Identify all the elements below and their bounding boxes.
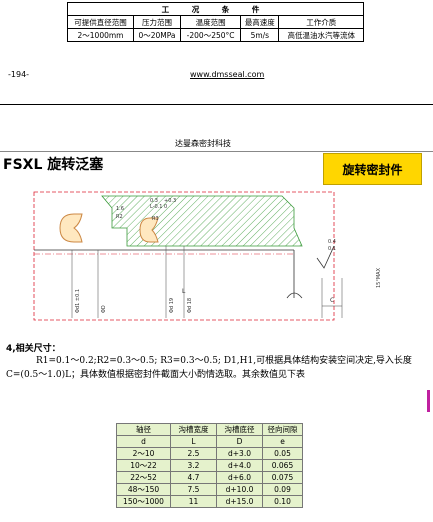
company-header: 达曼森密封科技 <box>175 139 231 148</box>
drawing-label: C <box>330 297 334 304</box>
table-cell: 2.5 <box>170 447 217 460</box>
conditions-title: 工 况 条 件 <box>67 2 364 16</box>
drawing-label: 0.1 <box>328 246 336 252</box>
seal-groove-drawing: 0.3 L-0.1 +0.3 0 R3 1.6 R2 0.4 0.1 C L Φ… <box>33 191 382 321</box>
table-header-row: d L D e <box>116 435 303 448</box>
drawing-label: 15°MAX <box>376 267 382 288</box>
header-cell: 压力范围 <box>133 15 181 29</box>
conditions-table: 工 况 条 件 可提供直径范围 压力范围 温度范围 最高速度 工作介质 2～10… <box>67 2 364 42</box>
table-cell: 11 <box>170 495 217 508</box>
seal-profile-left <box>59 213 83 243</box>
table-cell: 0.05 <box>262 447 303 460</box>
page-divider <box>0 104 433 105</box>
table-row: 150～1000 11 d+15.0 0.10 <box>116 495 303 508</box>
drawing-label: 1.6 <box>116 206 124 212</box>
table-row: 10～22 3.2 d+4.0 0.065 <box>116 459 303 472</box>
table-cell: 0.09 <box>262 483 303 496</box>
header-cell: 沟槽宽度 <box>170 423 217 436</box>
drawing-label: L <box>182 288 186 295</box>
table-cell: d+6.0 <box>216 471 263 484</box>
header-cell: 工作介质 <box>278 15 364 29</box>
website-link[interactable]: www.dmsseal.com <box>190 70 265 79</box>
header-divider <box>0 151 433 152</box>
header-cell: 轴径 <box>116 423 171 436</box>
table-cell: 48～150 <box>116 483 171 496</box>
header-cell: 最高速度 <box>240 15 280 29</box>
table-cell: d+4.0 <box>216 459 263 472</box>
product-badge: 旋转密封件 <box>323 153 422 185</box>
housing-section <box>101 195 303 247</box>
table-header-row: 轴径 沟槽宽度 沟槽底径 径向间隙 <box>116 423 303 436</box>
table-cell: 10～22 <box>116 459 171 472</box>
table-row: 48～150 7.5 d+10.0 0.09 <box>116 483 303 496</box>
value-cell: 2～1000mm <box>67 28 134 42</box>
value-cell: 5m/s <box>240 28 280 42</box>
drawing-label: R2 <box>116 214 123 220</box>
table-cell: 4.7 <box>170 471 217 484</box>
spec-paragraph: R1=0.1～0.2;R2=0.3～0.5; R3=0.3～0.5; D1,H1… <box>6 356 412 380</box>
drawing-label: 0.4 <box>328 239 336 245</box>
header-cell: D <box>216 435 263 448</box>
table-cell: 0.065 <box>262 459 303 472</box>
table-cell: d+15.0 <box>216 495 263 508</box>
shaft-break <box>286 292 303 299</box>
table-cell: 150～1000 <box>116 495 171 508</box>
header-cell: 温度范围 <box>179 15 242 29</box>
value-cell: -200～250°C <box>179 28 242 42</box>
conditions-value-row: 2～1000mm 0～20MPa -200～250°C 5m/s 高低温油水汽等… <box>67 28 364 42</box>
table-cell: 2～10 <box>116 447 171 460</box>
table-cell: d+10.0 <box>216 483 263 496</box>
table-cell: 22～52 <box>116 471 171 484</box>
value-cell: 0～20MPa <box>133 28 181 42</box>
drawing-label: Φd1 ±0.1 <box>75 289 81 313</box>
header-cell: 可提供直径范围 <box>67 15 134 29</box>
drawing-label: ΦD <box>101 305 107 313</box>
table-cell: 0.075 <box>262 471 303 484</box>
product-title: FSXL 旋转泛塞 <box>3 157 104 173</box>
conditions-header-row: 可提供直径范围 压力范围 温度范围 最高速度 工作介质 <box>67 15 364 29</box>
value-cell: 高低温油水汽等流体 <box>278 28 364 42</box>
page-number: -194- <box>8 70 30 79</box>
drawing-label: R3 <box>152 216 159 222</box>
header-cell: d <box>116 435 171 448</box>
surface-finish-symbol <box>316 245 335 269</box>
seal-profile-right <box>139 217 159 243</box>
spec-heading: 4,相关尺寸： <box>6 344 61 354</box>
drawing-label: L-0.1 <box>150 204 162 210</box>
table-cell: 3.2 <box>170 459 217 472</box>
header-cell: 沟槽底径 <box>216 423 263 436</box>
table-cell: 7.5 <box>170 483 217 496</box>
outline-dashed <box>33 191 335 321</box>
badge-label: 旋转密封件 <box>342 162 403 177</box>
header-cell: e <box>262 435 303 448</box>
header-cell: L <box>170 435 217 448</box>
drawing-label: Φd 19 <box>169 298 175 313</box>
drawing-label: +0.3 <box>164 198 176 204</box>
side-marker <box>427 390 430 412</box>
drawing-label: 0 <box>164 204 167 210</box>
drawing-label: Φd 18 <box>187 298 193 313</box>
dimension-table: 轴径 沟槽宽度 沟槽底径 径向间隙 d L D e 2～10 2.5 d+3.0… <box>116 423 303 508</box>
header-cell: 径向间隙 <box>262 423 303 436</box>
table-cell: 0.10 <box>262 495 303 508</box>
table-row: 22～52 4.7 d+6.0 0.075 <box>116 471 303 484</box>
drawing-label: 0.3 <box>150 198 158 204</box>
table-cell: d+3.0 <box>216 447 263 460</box>
table-row: 2～10 2.5 d+3.0 0.05 <box>116 447 303 460</box>
